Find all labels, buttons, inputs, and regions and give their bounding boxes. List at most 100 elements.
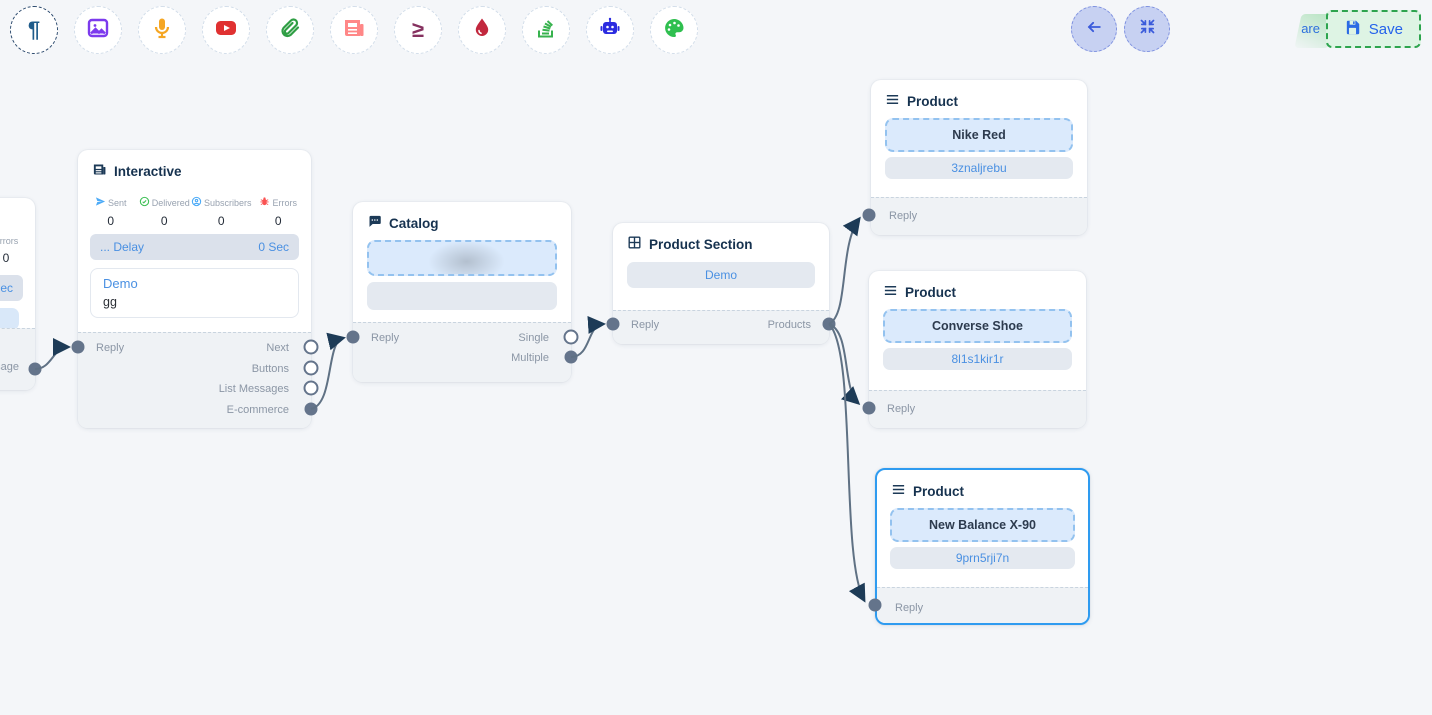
node-footer: Reply Next Buttons List Messages E-comme… — [78, 332, 311, 428]
edge-products-to-product2[interactable] — [829, 324, 858, 403]
back-button[interactable] — [1071, 6, 1117, 52]
product-node-converse[interactable]: Product Converse Shoe 8l1s1kir1r Reply — [869, 271, 1086, 428]
input-port-interactive-reply[interactable] — [72, 341, 85, 354]
palette-icon — [662, 16, 686, 45]
bot-button[interactable] — [586, 6, 634, 54]
save-button-label: Save — [1369, 21, 1403, 38]
edge-products-to-product1[interactable] — [829, 219, 859, 324]
output-single-label: Single — [518, 332, 549, 344]
header-actions: are Save — [1062, 0, 1432, 60]
condition-button[interactable]: ≥ — [394, 6, 442, 54]
output-list-messages-label: List Messages — [219, 383, 289, 395]
attachment-button[interactable] — [266, 6, 314, 54]
share-button-fragment-label: are — [1301, 21, 1320, 36]
input-reply-label: Reply — [895, 602, 923, 614]
output-port-single[interactable] — [565, 331, 578, 344]
product-id-box[interactable]: 3znaljrebu — [885, 157, 1073, 179]
product-name-box[interactable]: Nike Red — [885, 118, 1073, 152]
stats-row: Sent 0 Delivered 0 Subscribers 0 Errors … — [84, 196, 305, 228]
pilcrow-icon: ¶ — [28, 19, 40, 41]
bug-icon — [259, 196, 270, 209]
save-button[interactable]: Save — [1326, 10, 1421, 48]
delay-label: ... Delay — [100, 240, 144, 254]
input-reply-label: Reply — [887, 403, 915, 415]
stat-delivered: Delivered 0 — [137, 196, 190, 228]
water-drop-icon — [470, 16, 494, 45]
menu-lines-icon — [891, 482, 906, 500]
stat-errors: Errors 0 — [0, 236, 33, 265]
delay-row[interactable]: ... Delay 0 Sec — [90, 234, 299, 260]
output-label: Message — [0, 361, 19, 373]
product-node-nike[interactable]: Product Nike Red 3znaljrebu Reply — [871, 80, 1087, 235]
chat-icon — [367, 214, 382, 232]
node-footer: Message — [0, 328, 35, 390]
product-node-new-balance[interactable]: Product New Balance X-90 9prn5rji7n Repl… — [875, 468, 1090, 625]
input-port-product3-reply[interactable] — [869, 599, 882, 612]
check-circle-icon — [139, 196, 150, 209]
input-reply-label: Reply — [889, 210, 917, 222]
product-id-box[interactable]: 9prn5rji7n — [890, 547, 1075, 569]
stat-sent: Sent 0 — [84, 196, 137, 228]
send-icon — [95, 196, 106, 209]
arrow-left-icon — [1084, 17, 1104, 42]
catalog-node[interactable]: Catalog Reply Single Multiple — [353, 202, 571, 382]
output-next-label: Next — [266, 342, 289, 354]
newspaper-icon — [342, 16, 366, 45]
grid-icon — [627, 235, 642, 253]
input-port-product1-reply[interactable] — [863, 209, 876, 222]
input-reply-label: Reply — [96, 342, 124, 354]
greater-equal-icon: ≥ — [412, 19, 424, 41]
menu-lines-icon — [883, 283, 898, 301]
floppy-disk-icon — [1344, 19, 1361, 40]
card-subtitle: gg — [103, 295, 286, 309]
theme-button[interactable] — [650, 6, 698, 54]
text-block-button[interactable]: ¶ — [10, 6, 58, 54]
input-port-product2-reply[interactable] — [863, 402, 876, 415]
input-port-product-section-reply[interactable] — [607, 318, 620, 331]
stack-icon — [534, 16, 558, 45]
image-button[interactable] — [74, 6, 122, 54]
node-footer: Reply — [871, 197, 1087, 235]
product-name-box[interactable]: New Balance X-90 — [890, 508, 1075, 542]
product-name-box[interactable]: Converse Shoe — [883, 309, 1072, 343]
node-toolbar: ¶ ≥ — [10, 6, 698, 54]
stack-button[interactable] — [522, 6, 570, 54]
catalog-placeholder[interactable] — [367, 240, 557, 276]
product-id-box[interactable]: 8l1s1kir1r — [883, 348, 1072, 370]
node-footer: Reply Single Multiple — [353, 322, 571, 382]
input-reply-label: Reply — [631, 319, 659, 331]
output-buttons-label: Buttons — [252, 363, 289, 375]
message-card[interactable]: Demo gg — [90, 268, 299, 318]
image-icon — [86, 16, 110, 45]
video-button[interactable] — [202, 6, 250, 54]
input-port-catalog-reply[interactable] — [347, 331, 360, 344]
drop-button[interactable] — [458, 6, 506, 54]
product-section-node[interactable]: Product Section Demo Reply Products — [613, 223, 829, 344]
stat-errors: Errors 0 — [252, 196, 305, 228]
node-title: Catalog — [367, 214, 439, 232]
card-title: Demo — [103, 276, 286, 291]
output-port-next[interactable] — [305, 341, 318, 354]
news-button[interactable] — [330, 6, 378, 54]
output-ecommerce-label: E-commerce — [227, 404, 289, 416]
section-demo-button[interactable]: Demo — [627, 262, 815, 288]
node-title: Product — [891, 482, 964, 500]
fit-view-button[interactable] — [1124, 6, 1170, 52]
users-icon — [191, 196, 202, 209]
clipped-message-node[interactable]: Errors 0 0 Sec Message — [0, 198, 35, 390]
faint-image — [425, 240, 509, 276]
youtube-icon — [214, 16, 238, 45]
audio-button[interactable] — [138, 6, 186, 54]
node-footer: Reply — [877, 587, 1088, 623]
microphone-icon — [150, 16, 174, 45]
clipped-item[interactable] — [0, 308, 19, 330]
output-port-list-messages[interactable] — [305, 382, 318, 395]
catalog-empty-row[interactable] — [367, 282, 557, 310]
node-title: Product Section — [627, 235, 753, 253]
interactive-node[interactable]: Interactive Sent 0 Delivered 0 Subscribe… — [78, 150, 311, 428]
output-port-buttons[interactable] — [305, 362, 318, 375]
delay-row[interactable]: 0 Sec — [0, 275, 23, 301]
robot-icon — [598, 16, 622, 45]
node-footer: Reply Products — [613, 310, 829, 344]
